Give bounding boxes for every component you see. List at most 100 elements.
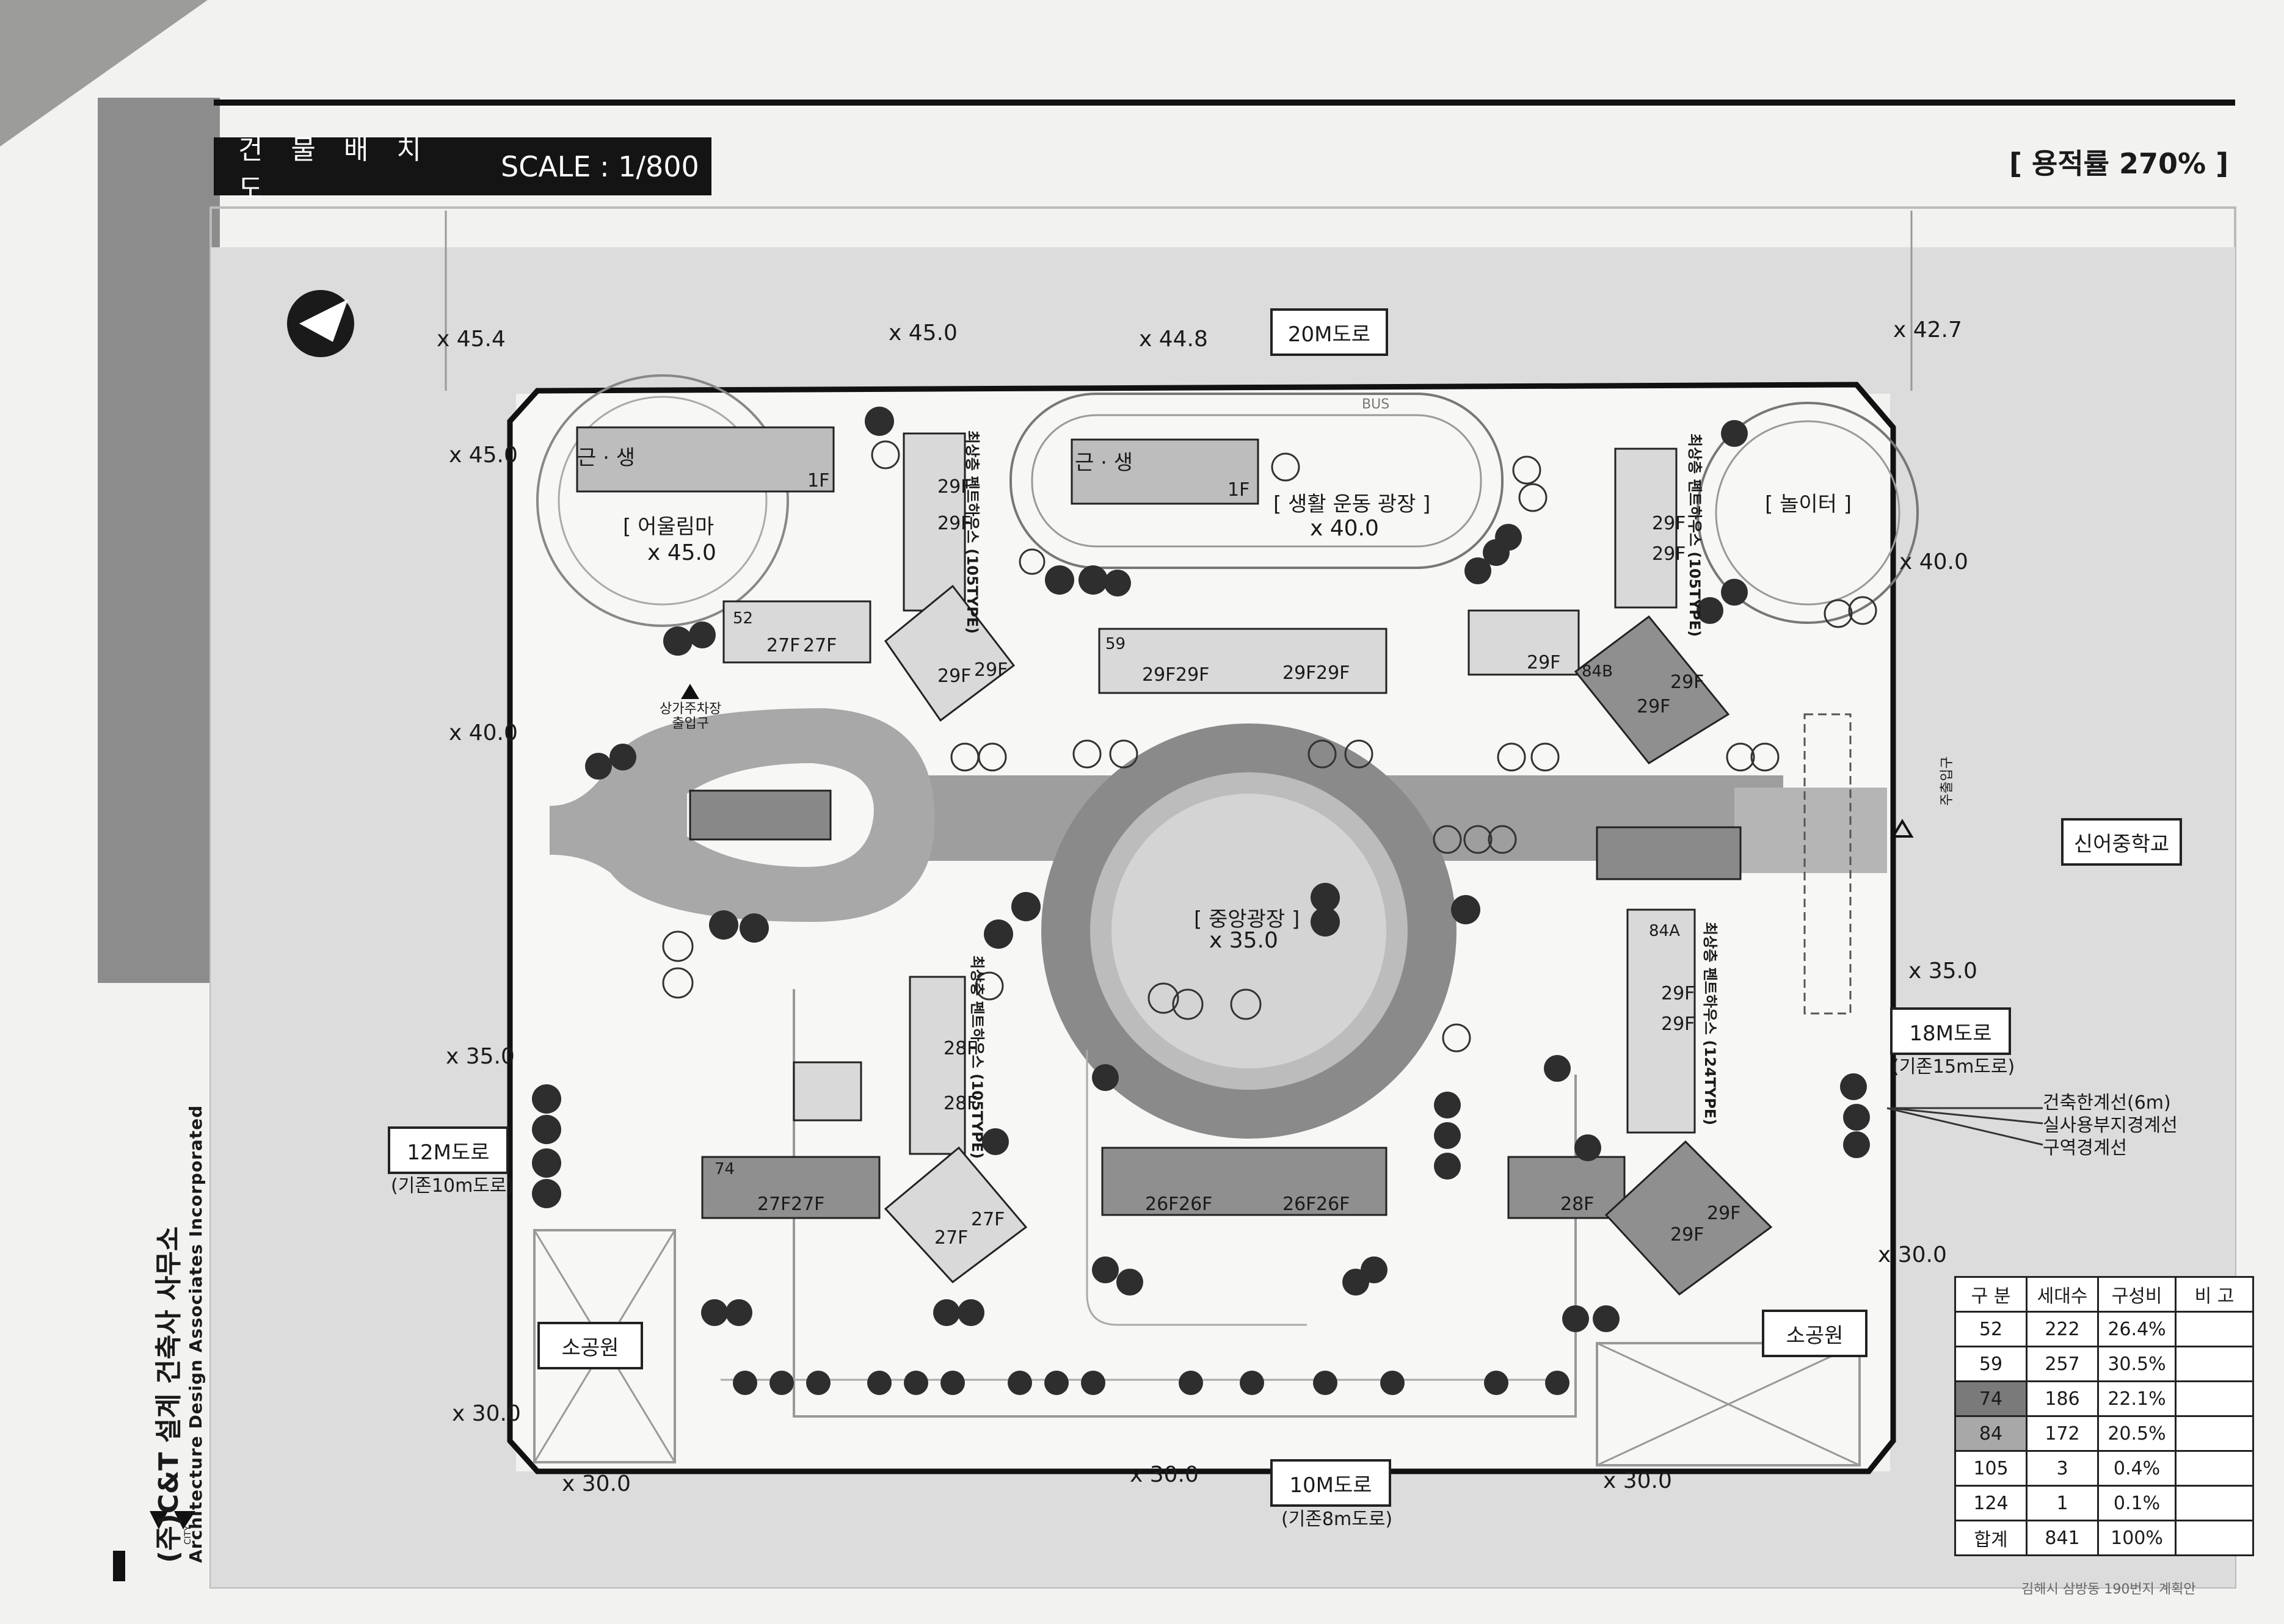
elev-n1: x 45.4: [437, 327, 506, 352]
cell: [2175, 1380, 2254, 1417]
floor-s-b: 26F: [1179, 1194, 1213, 1215]
floor-ne-d: 29F: [1637, 696, 1671, 717]
floor-nw-c: 29F: [937, 513, 972, 534]
logo-text: CITY: [183, 1525, 193, 1545]
cell: 172: [2026, 1415, 2099, 1452]
cell: [2175, 1311, 2254, 1347]
central-plaza-label: [ 중앙광장 ]: [1194, 907, 1300, 932]
cell: 0.1%: [2097, 1485, 2177, 1521]
elev-s1: x 30.0: [562, 1471, 631, 1496]
cell: 22.1%: [2097, 1380, 2177, 1417]
park-east-label: 소공원: [1762, 1310, 1868, 1357]
unit-59: 59: [1105, 635, 1126, 653]
floor-nw-d: 29F: [937, 476, 972, 498]
unit-74: 74: [715, 1160, 735, 1178]
cell: 20.5%: [2097, 1415, 2177, 1452]
floor-n-a: 29F: [1142, 664, 1176, 686]
boundary-legend: 건축한계선(6m) 실사용부지경계선 구역경계선: [2043, 1092, 2178, 1159]
floor-s-a: 26F: [1145, 1194, 1179, 1215]
floor-n-d: 29F: [1316, 662, 1350, 684]
plan-title: 건 물 배 치 도: [238, 134, 431, 205]
road-west-sub: (기존10m도로): [391, 1175, 514, 1197]
building-ne-tower-label: 최상층 펜트하우스 (105TYPE): [1686, 433, 1703, 637]
elev-n3: x 44.8: [1139, 327, 1208, 352]
floor-se-c: 29F: [1661, 983, 1695, 1004]
floor-sw-f: 27F: [971, 1209, 1005, 1230]
company-english: Architecture Design Associates Incorpora…: [186, 1104, 206, 1563]
commercial-west-floor: 1F: [807, 470, 830, 491]
bus-stop-label: BUS: [1362, 397, 1390, 412]
cell: [2175, 1450, 2254, 1487]
header-ratio: 구성비: [2097, 1276, 2177, 1313]
floor-s-d: 26F: [1316, 1194, 1350, 1215]
cell: 84: [1954, 1415, 2028, 1452]
floor-n-c: 29F: [1282, 662, 1317, 684]
floor-sw-d: 28F: [944, 1038, 978, 1059]
playground-label: [ 놀이터 ]: [1765, 492, 1852, 517]
company-block: (주)C&T 설계 건축사 사무소 Architecture Design As…: [147, 1013, 206, 1563]
legend-zone-line: 구역경계선: [2043, 1137, 2127, 1159]
cell: 105: [1954, 1450, 2028, 1487]
building-se-tower-label: 최상층 펜트하우스 (124TYPE): [1701, 922, 1718, 1126]
parking-entry-label: 상가주차장 출입구: [660, 701, 722, 731]
floor-sw-e: 27F: [934, 1227, 969, 1249]
cell: 124: [1954, 1485, 2028, 1521]
floor-nw-a: 27F: [766, 635, 801, 656]
cell: 100%: [2097, 1520, 2177, 1556]
floor-se-e: 29F: [1707, 1203, 1741, 1224]
elev-s3: x 30.0: [1603, 1468, 1672, 1493]
elev-w1: x 45.0: [449, 443, 518, 468]
elev-e2: x 35.0: [1908, 959, 1977, 984]
floor-nw-e: 29F: [937, 665, 972, 687]
floor-s-c: 26F: [1282, 1194, 1317, 1215]
floor-ne-b: 29F: [1652, 543, 1686, 565]
elev-e3: x 30.0: [1878, 1242, 1947, 1267]
floor-sw-b: 27F: [791, 1194, 825, 1215]
side-gray-band: [98, 98, 220, 983]
elev-n2: x 45.0: [889, 321, 958, 346]
school-label: 신어중학교: [2061, 818, 2182, 866]
cell: 26.4%: [2097, 1311, 2177, 1347]
sports-plaza-label: [ 생활 운동 광장 ]: [1273, 492, 1431, 517]
commercial-west: 근 · 생: [577, 446, 635, 470]
floor-area-ratio: [ 용적률 270% ]: [2009, 147, 2229, 180]
cell: 0.4%: [2097, 1450, 2177, 1487]
cell: [2175, 1485, 2254, 1521]
park-west-label: 소공원: [537, 1322, 643, 1369]
cell: 1: [2026, 1485, 2099, 1521]
floor-n-b: 29F: [1176, 664, 1210, 686]
commercial-center-floor: 1F: [1227, 479, 1250, 501]
cell: 3: [2026, 1450, 2099, 1487]
plan-scale: SCALE : 1/800: [501, 150, 699, 183]
cell: 841: [2026, 1520, 2099, 1556]
cell: 합계: [1954, 1520, 2028, 1556]
legend-building-line: 건축한계선(6m): [2043, 1092, 2171, 1114]
elev-w2: x 40.0: [449, 720, 518, 745]
commercial-center: 근 · 생: [1075, 451, 1133, 475]
header-type: 구 분: [1954, 1276, 2028, 1313]
floor-se-d: 29F: [1670, 1224, 1704, 1245]
elev-plaza: x 35.0: [1209, 928, 1278, 953]
title-bar: 건 물 배 치 도 SCALE : 1/800: [214, 134, 711, 205]
road-south-label: 10M도로: [1270, 1459, 1391, 1507]
road-south-sub: (기존8m도로): [1281, 1509, 1393, 1530]
floor-sw-a: 27F: [757, 1194, 791, 1215]
floor-nw-f: 29F: [974, 659, 1008, 681]
main-entry-label: 주출입구: [1940, 756, 1955, 806]
elev-s2: x 30.0: [1130, 1462, 1199, 1487]
cell: [2175, 1346, 2254, 1382]
road-west-label: 12M도로: [388, 1126, 509, 1174]
elev-e1: x 40.0: [1899, 549, 1968, 575]
unit-84a: 84A: [1649, 922, 1680, 940]
company-name: (주)C&T 설계 건축사 사무소: [153, 1226, 184, 1563]
meeting-square-label: [ 어울림마: [623, 515, 715, 539]
elev-n4: x 42.7: [1893, 317, 1962, 343]
